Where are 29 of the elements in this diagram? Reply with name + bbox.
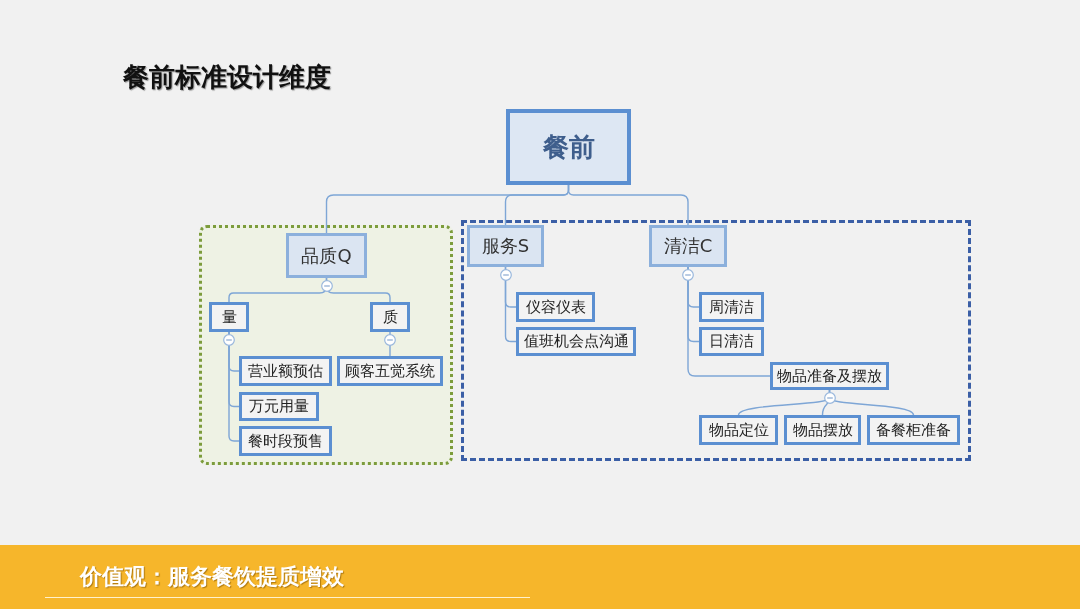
subtopic-box: 值班机会点沟通 [516,327,636,356]
subtopic-box: 餐时段预售 [239,426,332,456]
subtopic-box: 物品摆放 [784,415,861,445]
connector-line [325,277,391,303]
subtopic-box: 仪容仪表 [516,292,595,322]
subtopic-box: 物品定位 [699,415,778,445]
subtopic-box: 日清洁 [699,327,764,356]
subtopic-box: 周清洁 [699,292,764,322]
topic-box: 清洁C [649,225,727,267]
connector-line [228,331,240,442]
root-topic-box: 餐前 [506,109,631,185]
subtopic-box: 顾客五觉系统 [337,356,443,386]
topic-box: 品质Q [286,233,367,278]
topic-box: 服务S [467,225,544,267]
connector-line [687,266,771,377]
footer-text: 价值观：服务餐饮提质增效 [80,562,344,591]
connector-line [828,389,915,416]
title: 餐前标准设计维度 [123,61,331,94]
subtopic-box: 备餐柜准备 [867,415,960,445]
subtopic-box: 量 [209,302,249,332]
subtopic-box: 营业额预估 [239,356,332,386]
connector-line [567,184,689,226]
connector-line [504,266,517,343]
subtopic-box: 质 [370,302,410,332]
dashed-group-frame [461,220,971,461]
subtopic-box: 万元用量 [239,392,319,421]
subtopic-box: 物品准备及摆放 [770,362,889,390]
connector-line [389,331,391,357]
dotted-group-frame [199,225,453,465]
